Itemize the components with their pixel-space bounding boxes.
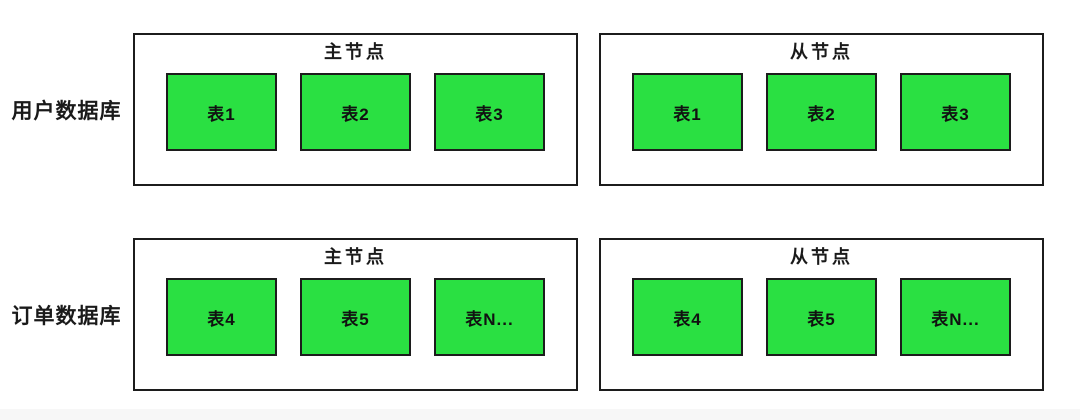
node-title-slave: 从节点 bbox=[790, 42, 853, 62]
table-box: 表3 bbox=[900, 73, 1011, 151]
node-user-slave: 从节点 表1 表2 表3 bbox=[599, 33, 1044, 186]
node-title-master: 主节点 bbox=[324, 42, 387, 62]
db-label-user: 用户数据库 bbox=[11, 99, 122, 123]
node-order-slave: 从节点 表4 表5 表N... bbox=[599, 238, 1044, 391]
table-group: 表4 表5 表N... bbox=[166, 278, 545, 356]
table-box: 表3 bbox=[434, 73, 545, 151]
table-group: 表1 表2 表3 bbox=[166, 73, 545, 151]
table-box: 表5 bbox=[300, 278, 411, 356]
node-group-user: 主节点 表1 表2 表3 从节点 表1 表2 表3 bbox=[133, 33, 1044, 186]
db-label-order: 订单数据库 bbox=[11, 304, 122, 328]
db-row-order: 订单数据库 主节点 表4 表5 表N... 从节点 表4 表5 表N... bbox=[0, 238, 1080, 391]
node-group-order: 主节点 表4 表5 表N... 从节点 表4 表5 表N... bbox=[133, 238, 1044, 391]
table-box: 表N... bbox=[900, 278, 1011, 356]
table-group: 表4 表5 表N... bbox=[632, 278, 1011, 356]
node-order-master: 主节点 表4 表5 表N... bbox=[133, 238, 578, 391]
table-box: 表1 bbox=[632, 73, 743, 151]
table-box: 表2 bbox=[766, 73, 877, 151]
table-group: 表1 表2 表3 bbox=[632, 73, 1011, 151]
page-bottom-divider bbox=[0, 409, 1080, 420]
db-row-user: 用户数据库 主节点 表1 表2 表3 从节点 表1 表2 表3 bbox=[0, 33, 1080, 186]
node-title-master: 主节点 bbox=[324, 247, 387, 267]
table-box: 表N... bbox=[434, 278, 545, 356]
node-user-master: 主节点 表1 表2 表3 bbox=[133, 33, 578, 186]
table-box: 表1 bbox=[166, 73, 277, 151]
table-box: 表4 bbox=[166, 278, 277, 356]
table-box: 表2 bbox=[300, 73, 411, 151]
table-box: 表4 bbox=[632, 278, 743, 356]
table-box: 表5 bbox=[766, 278, 877, 356]
node-title-slave: 从节点 bbox=[790, 247, 853, 267]
